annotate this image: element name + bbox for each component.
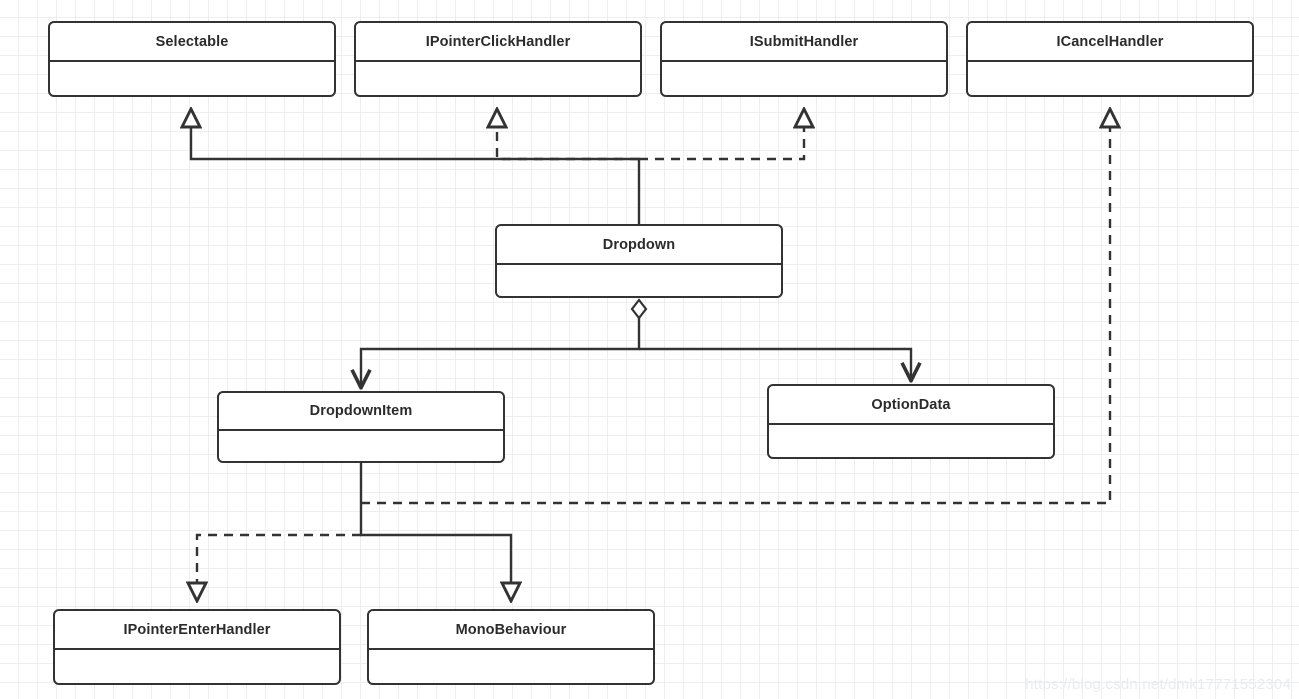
class-attributes-icancelhandler — [968, 62, 1252, 95]
class-box-dropdownitem[interactable]: DropdownItem — [217, 391, 505, 463]
class-box-ipointerenterhandler[interactable]: IPointerEnterHandler — [53, 609, 341, 685]
class-title-ipointerclickhandler: IPointerClickHandler — [356, 23, 640, 62]
class-title-ipointerenterhandler: IPointerEnterHandler — [55, 611, 339, 650]
edge-dropdownitem-to-ipointerenterhandler — [197, 533, 361, 601]
class-box-ipointerclickhandler[interactable]: IPointerClickHandler — [354, 21, 642, 97]
class-box-selectable[interactable]: Selectable — [48, 21, 336, 97]
class-title-dropdownitem: DropdownItem — [219, 393, 503, 431]
class-attributes-selectable — [50, 62, 334, 95]
class-attributes-ipointerenterhandler — [55, 650, 339, 683]
class-title-optiondata: OptionData — [769, 386, 1053, 425]
edge-dropdown-to-isubmithandler — [639, 109, 804, 161]
edge-dropdown-to-ipointerclickhandler — [497, 109, 639, 161]
edge-dropdownitem-to-monobehaviour — [359, 463, 511, 601]
class-attributes-dropdownitem — [219, 431, 503, 461]
class-title-selectable: Selectable — [50, 23, 334, 62]
class-box-isubmithandler[interactable]: ISubmitHandler — [660, 21, 948, 97]
class-title-isubmithandler: ISubmitHandler — [662, 23, 946, 62]
class-title-icancelhandler: ICancelHandler — [968, 23, 1252, 62]
class-attributes-optiondata — [769, 425, 1053, 457]
class-title-dropdown: Dropdown — [497, 226, 781, 265]
class-attributes-dropdown — [497, 265, 781, 296]
class-box-monobehaviour[interactable]: MonoBehaviour — [367, 609, 655, 685]
edge-dropdown-to-dropdownitem — [361, 317, 641, 386]
class-title-monobehaviour: MonoBehaviour — [369, 611, 653, 650]
class-attributes-isubmithandler — [662, 62, 946, 95]
class-box-dropdown[interactable]: Dropdown — [495, 224, 783, 298]
class-box-optiondata[interactable]: OptionData — [767, 384, 1055, 459]
class-box-icancelhandler[interactable]: ICancelHandler — [966, 21, 1254, 97]
edge-dropdown-to-optiondata — [639, 347, 911, 379]
aggregation-diamond-icon — [630, 298, 648, 320]
edge-dropdown-to-selectable — [191, 109, 641, 224]
class-attributes-ipointerclickhandler — [356, 62, 640, 95]
watermark-text: https://blog.csdn.net/dmk17771552304 — [1025, 676, 1291, 693]
class-attributes-monobehaviour — [369, 650, 653, 683]
